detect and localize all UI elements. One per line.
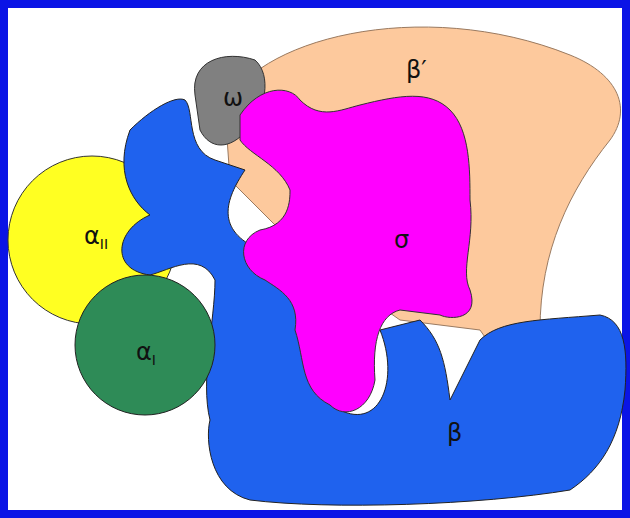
alpha-two-label: α (84, 223, 100, 249)
omega-label: ω (223, 85, 243, 111)
subunit-node: σ (394, 227, 409, 253)
beta-label: β (447, 420, 462, 446)
alpha-one-circle (75, 275, 215, 415)
subunit-node: αI (136, 339, 156, 365)
subunit-node: β (447, 420, 462, 446)
subunit-node: β′ (406, 57, 427, 83)
subunit-node: αII (84, 223, 108, 249)
beta-prime-label: β′ (406, 57, 427, 83)
alpha-one-label: α (136, 339, 152, 365)
sigma-label: σ (394, 227, 409, 253)
subscript-text: I (152, 353, 156, 368)
sigma-shape (240, 90, 472, 412)
subunit-node: ω (223, 85, 243, 111)
subscript-text: II (100, 237, 108, 252)
